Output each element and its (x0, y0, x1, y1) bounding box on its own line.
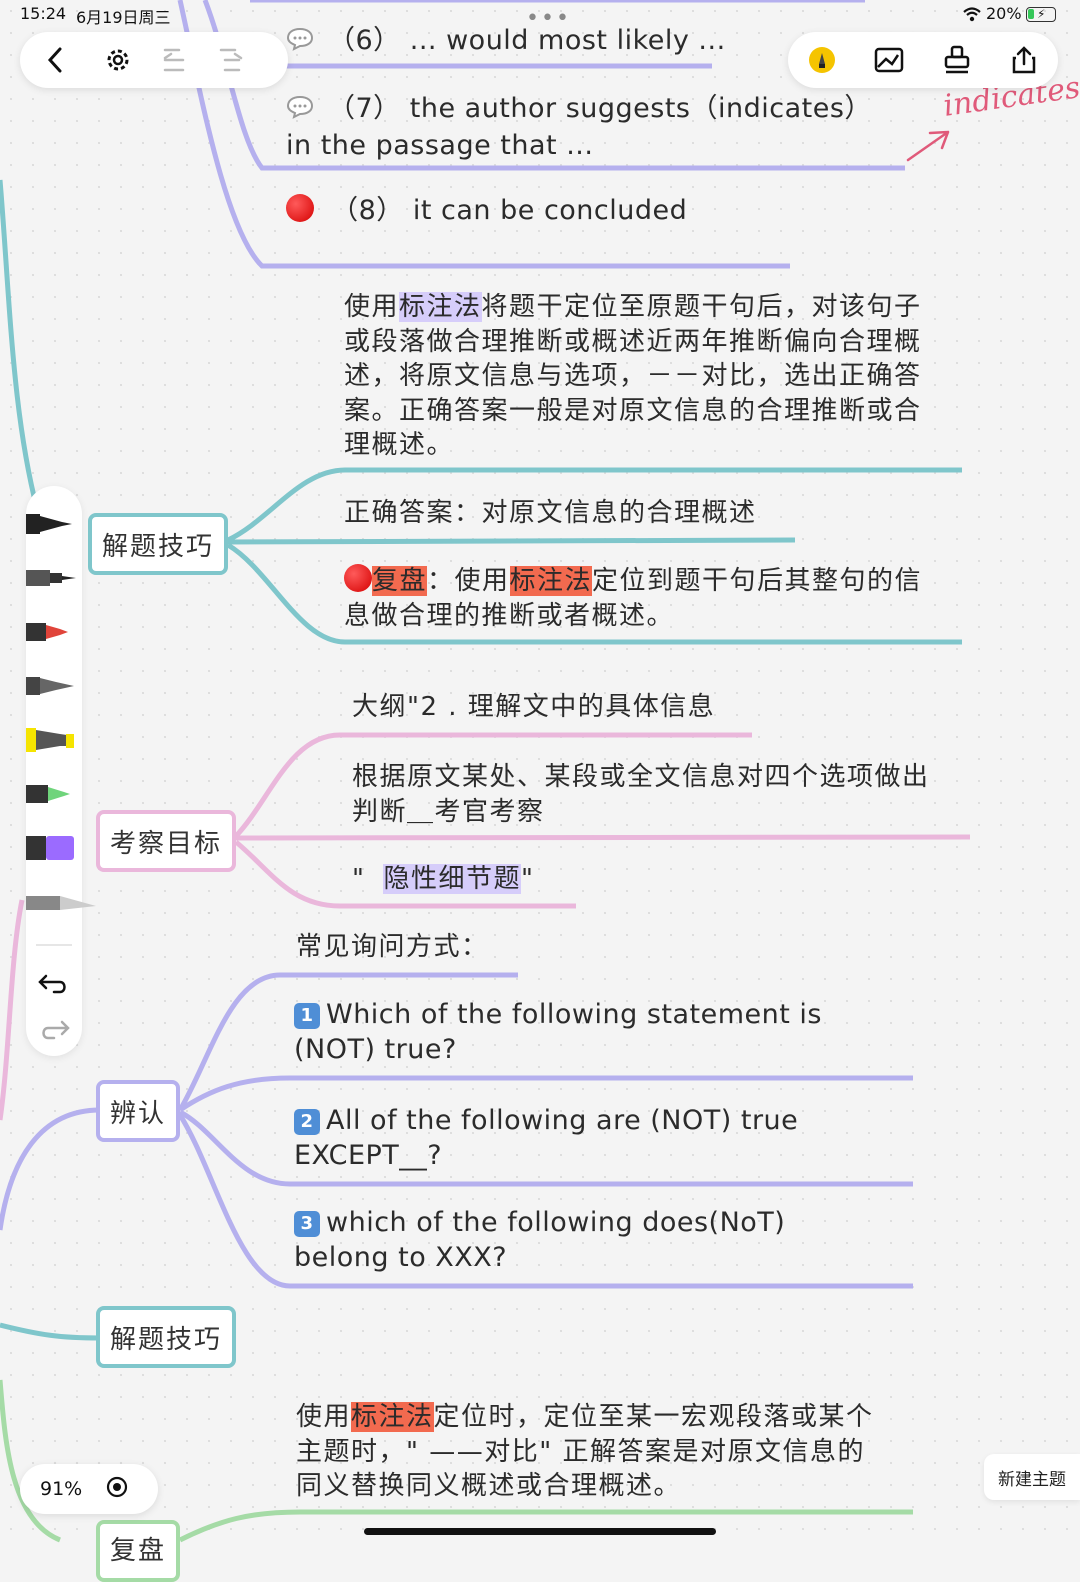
node-identify[interactable]: 辨认 (96, 1080, 180, 1142)
chevron-left-icon[interactable] (20, 32, 90, 88)
green-marker-icon[interactable] (26, 774, 82, 814)
redo-icon[interactable] (26, 1008, 82, 1048)
node-goal[interactable]: 考察目标 (96, 810, 236, 872)
battery-icon: ⚡ (1026, 7, 1056, 22)
implicit-text: "隐性细节题" (352, 864, 535, 894)
red-dot-icon (286, 194, 314, 222)
gear-icon[interactable] (90, 32, 146, 88)
branch-para4 (178, 1509, 913, 1543)
judge-text: 根据原文某处、某段或全文信息对四个选项做出判断＿考官考察 (352, 762, 930, 827)
yellow-highlighter-icon[interactable] (26, 720, 82, 760)
item7-text: （7） the author suggests（indicates）in the… (286, 93, 872, 161)
tool-palette (26, 486, 96, 1056)
item8-text: （8） it can be concluded (286, 194, 687, 229)
branch-root-green (0, 1379, 61, 1543)
zoom-level: 91% (40, 1478, 83, 1500)
zoom-control[interactable]: 91% (20, 1464, 158, 1514)
number-badge: 3 (294, 1211, 320, 1238)
new-topic-button[interactable]: 新建主题 (984, 1454, 1080, 1500)
calligraphy-pen-icon[interactable] (26, 666, 82, 706)
red-dot-icon (344, 564, 372, 592)
multitask-dots-icon[interactable]: ••• (526, 6, 571, 31)
toolbar-right (788, 32, 1058, 88)
pen-icon[interactable] (794, 32, 850, 88)
toolbar-left (20, 32, 288, 88)
undo-icon[interactable] (26, 962, 82, 1002)
indent-icon[interactable] (202, 32, 258, 88)
section1-paragraph: 使用标注法将题干定位至原题干句后，对该句子或段落做合理推断或概述近两年推断偏向合… (344, 292, 922, 460)
palette-divider (36, 944, 72, 946)
item6-text: （6） ... would most likely ... (286, 24, 726, 61)
number-badge: 2 (294, 1109, 320, 1136)
branch-para1 (226, 467, 962, 543)
lasso-tool-icon[interactable] (26, 884, 96, 924)
branch-review (226, 542, 962, 645)
target-icon[interactable] (106, 1476, 128, 1502)
branch-root-teal2 (0, 1322, 101, 1341)
wifi-icon (962, 6, 982, 26)
branch-item7 (202, 0, 905, 171)
eraser-icon[interactable] (26, 828, 82, 868)
node-skills2[interactable]: 解题技巧 (96, 1306, 236, 1368)
branch-q3 (177, 1113, 913, 1289)
home-indicator[interactable] (364, 1528, 716, 1535)
branch-correct (227, 537, 796, 545)
review-text: 复盘：使用标注法定位到题干句后其整句的信息做合理的推断或者概述。 (344, 564, 923, 631)
node-bottom-partial[interactable]: 复盘 (96, 1520, 180, 1582)
status-time: 15:24 (20, 4, 67, 23)
branch-common (177, 972, 518, 1112)
mindmap-branches: indicates (0, 0, 1080, 1543)
chat-bubble-icon (286, 94, 314, 129)
branch-root-lav (0, 1107, 101, 1231)
handwriting-arrow (906, 130, 950, 162)
branch-outline (234, 732, 752, 838)
correct-answer-text: 正确答案：对原文信息的合理概述 (344, 498, 757, 528)
branch-implicit (234, 840, 576, 909)
pencil-tool-icon[interactable] (26, 558, 82, 598)
outline-text: 大纲"2 . 理解文中的具体信息 (352, 692, 716, 722)
fountain-pen-icon[interactable] (26, 504, 82, 544)
number-badge: 1 (294, 1003, 320, 1030)
branch-q2 (178, 1109, 913, 1187)
outdent-icon[interactable] (146, 32, 202, 88)
branch-q1 (178, 1075, 913, 1113)
section4-paragraph: 使用标注法定位时，定位至某一宏观段落或某个主题时，" ——对比" 正解答案是对原… (296, 1402, 874, 1501)
red-marker-icon[interactable] (26, 612, 82, 652)
node-skills1[interactable]: 解题技巧 (88, 513, 228, 575)
chat-bubble-icon (286, 26, 314, 61)
branch-root-pink (0, 899, 25, 1121)
battery-percent: 20% (986, 4, 1022, 23)
common-ask-text: 常见询问方式： (296, 932, 489, 962)
image-icon[interactable] (861, 32, 917, 88)
status-date: 6月19日周三 (76, 8, 171, 27)
stamp-icon[interactable] (929, 32, 985, 88)
branch-judge (235, 834, 971, 841)
share-icon[interactable] (996, 32, 1052, 88)
branch-root-teal (0, 179, 43, 521)
